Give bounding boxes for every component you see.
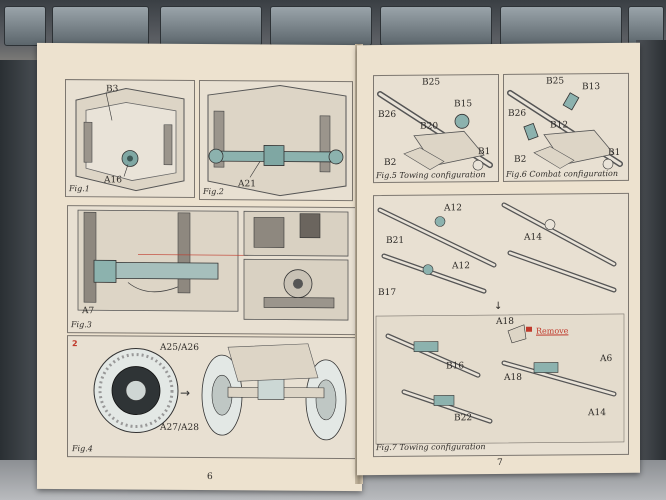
storage-bin — [628, 6, 664, 46]
fig1-panel: B3 A16 Fig.1 — [65, 79, 195, 198]
fig3-label-a7: A7 — [82, 306, 95, 317]
fig6-label-b12: B12 — [550, 120, 569, 131]
fig7-label-a6: A6 — [600, 354, 613, 365]
fig6-label-b1: B1 — [608, 147, 621, 159]
fig2-panel: A21 Fig.2 — [199, 79, 353, 202]
fig7-label-a12-top: A12 — [444, 203, 462, 214]
fig6-panel: B25 B13 B26 B12 B2 B1 Fig.6 Combat confi… — [503, 72, 629, 182]
fig7-label-a18-top: A18 — [496, 316, 514, 328]
fig7-panel: A12 B21 A14 A12 B17 ↓ A18 Remove B16 A18… — [373, 192, 629, 458]
fig2-drawing — [207, 85, 347, 197]
fig6-label-b26: B26 — [508, 108, 527, 119]
fig5-label-b15: B15 — [454, 99, 473, 110]
fig5-caption: Fig.5 Towing configuration — [376, 170, 486, 181]
fig4-panel: → 2 A25/A26 A27/A28 Fig.4 — [67, 335, 357, 460]
fig6-label-b2: B2 — [514, 154, 527, 165]
fig7-drawing — [375, 202, 625, 445]
instruction-page-left: B3 A16 Fig.1 A21 Fig.2 — [37, 42, 362, 492]
fig7-label-a14-bottom: A14 — [588, 408, 606, 419]
fig6-label-b13: B13 — [582, 82, 601, 93]
fig5-panel: B25 B15 B26 B20 B2 B1 Fig.5 Towing confi… — [373, 73, 499, 184]
left-background — [0, 60, 40, 500]
fig3-caption: Fig.3 — [71, 320, 92, 330]
fig6-drawing — [507, 89, 623, 170]
right-background — [636, 40, 666, 500]
fig6-label-b25: B25 — [546, 76, 565, 87]
background-shelf — [0, 0, 666, 70]
fig3-panel: A7 Fig.3 — [67, 205, 357, 336]
fig2-label-a21: A21 — [238, 179, 256, 190]
page-number-left: 6 — [207, 472, 213, 483]
fig7-step-arrow: ↓ — [494, 300, 503, 313]
fig5-label-b1: B1 — [478, 147, 491, 158]
storage-bin — [160, 6, 262, 46]
fig7-label-a18-bottom: A18 — [504, 372, 522, 383]
fig7-label-b22: B22 — [454, 413, 473, 424]
fig5-label-b25: B25 — [422, 77, 441, 88]
fig7-label-b17: B17 — [378, 287, 397, 299]
storage-bin — [380, 6, 492, 46]
fig7-label-b16: B16 — [446, 361, 465, 372]
fig4-caption: Fig.4 — [72, 444, 93, 454]
fig7-label-b21: B21 — [386, 235, 405, 246]
fig1-label-b3: B3 — [106, 84, 119, 95]
fig1-drawing — [75, 87, 185, 192]
fig4-label-a27-a28: A27/A28 — [160, 422, 199, 433]
fig7-caption: Fig.7 Towing configuration — [376, 442, 486, 453]
fig1-label-a16: A16 — [104, 175, 122, 186]
fig2-caption: Fig.2 — [203, 187, 224, 197]
fig4-drawing: → — [93, 343, 347, 441]
storage-bin — [270, 6, 372, 46]
fig7-label-a14: A14 — [524, 232, 542, 243]
instruction-page-right: B25 B15 B26 B20 B2 B1 Fig.5 Towing confi… — [357, 42, 640, 476]
fig5-drawing — [377, 91, 493, 171]
fig6-caption: Fig.6 Combat configuration — [506, 168, 618, 179]
svg-text:→: → — [180, 386, 190, 400]
page-number-right: 7 — [497, 457, 503, 469]
storage-bin — [4, 6, 46, 46]
fig7-remove-label: Remove — [536, 326, 569, 336]
fig5-label-b2: B2 — [384, 157, 397, 168]
fig5-label-b26: B26 — [378, 109, 397, 121]
storage-bin — [500, 6, 622, 46]
storage-bin — [52, 6, 149, 46]
fig5-label-b20: B20 — [420, 121, 439, 132]
fig7-label-a12-bottom: A12 — [452, 261, 470, 272]
fig4-label-a25-a26: A25/A26 — [160, 342, 199, 353]
fig3-drawing — [77, 209, 349, 321]
fig4-step-badge: 2 — [72, 339, 78, 349]
fig1-caption: Fig.1 — [69, 184, 90, 194]
